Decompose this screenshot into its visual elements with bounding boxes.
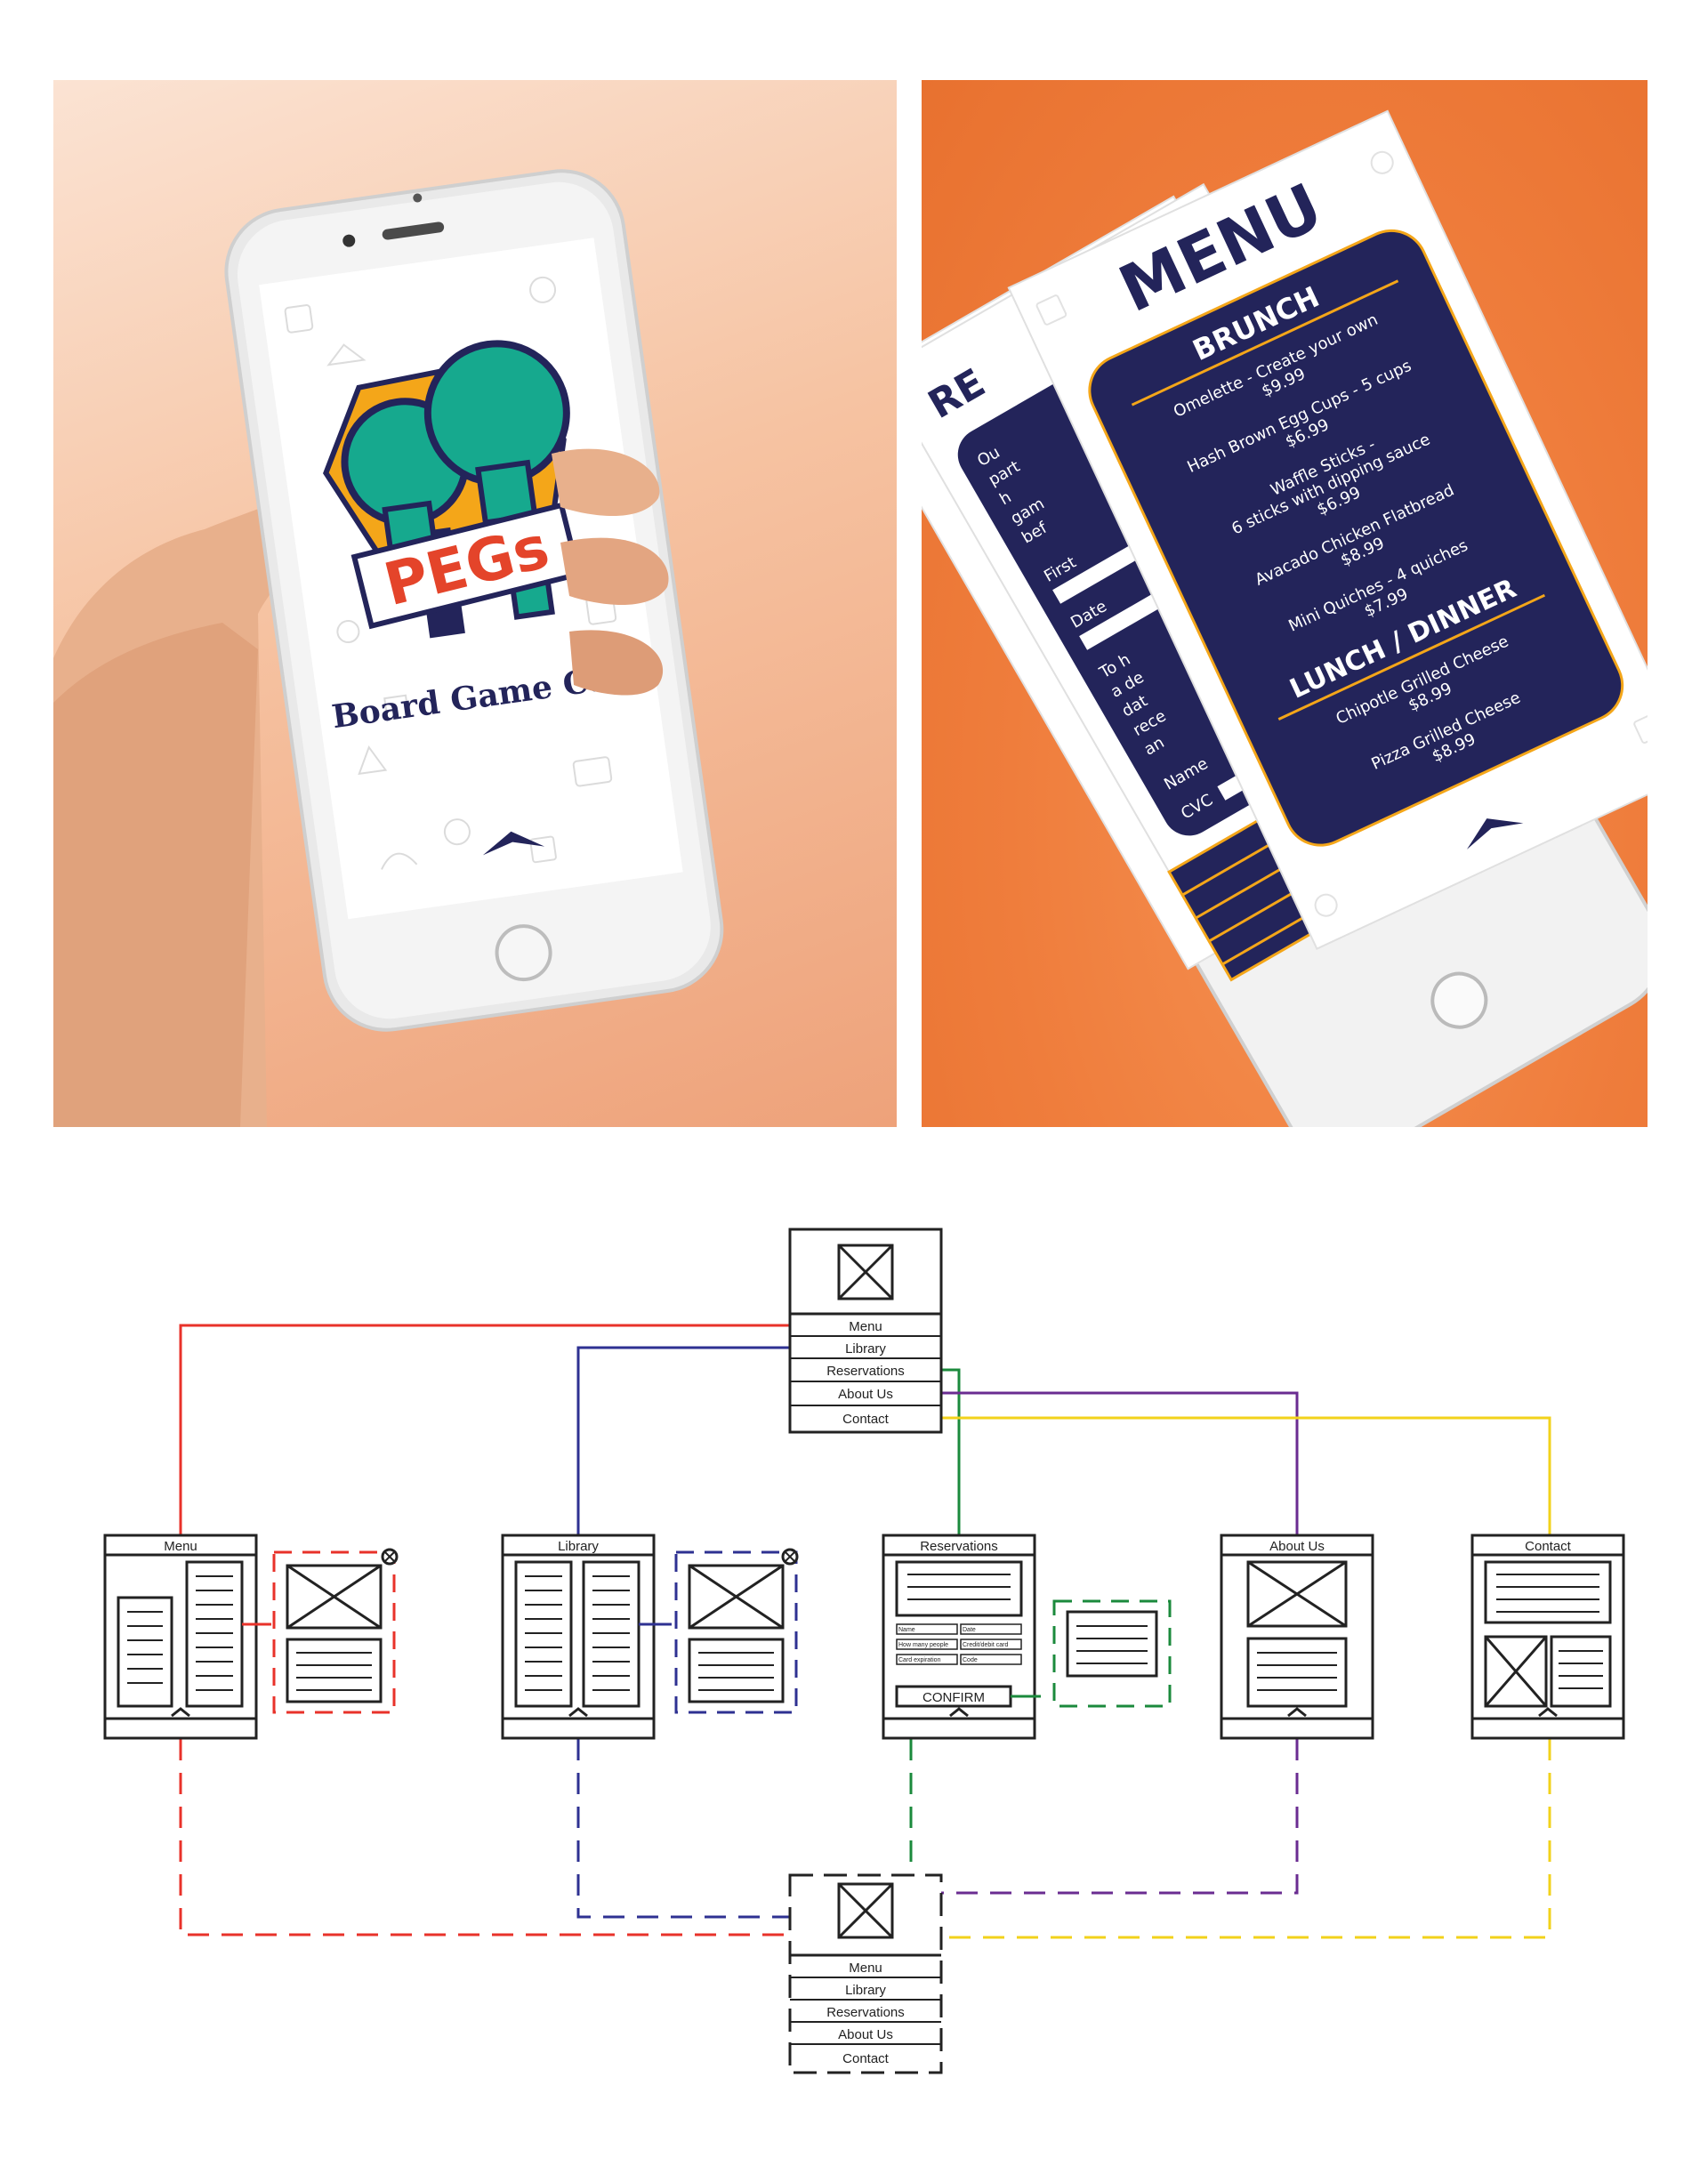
up-chevron-icon[interactable] [1287,1707,1307,1718]
res-date-label: Date [963,1627,976,1633]
up-chevron-icon[interactable] [480,827,545,856]
phone-speaker [382,221,445,240]
confirmation-popup [1052,1599,1172,1708]
confirm-button-label: CONFIRM [922,1690,985,1705]
contact-link-line [941,1416,1551,1535]
home-nav-library[interactable]: Library [845,1341,886,1357]
first-name-input[interactable] [1052,536,1154,604]
close-circle-icon[interactable] [781,1548,799,1566]
library-item-popup [674,1548,799,1714]
library-page-wireframe: Library [501,1534,656,1740]
pegs-logo: PEGs [323,340,583,639]
home-nav-reservations[interactable]: Reservations [826,1364,905,1379]
footer-nav-wireframe: Menu Library Reservations About Us Conta… [788,1873,943,2074]
res-date-field[interactable] [960,1623,1022,1635]
up-chevron-icon[interactable] [949,1707,969,1718]
res-people-label: How many people [898,1642,948,1648]
res-people-field[interactable] [896,1639,958,1650]
contact-page-wireframe: Contact [1470,1534,1625,1740]
res-card-label: Credit/debit card [963,1642,1008,1648]
menu-link-line [179,1324,790,1535]
home-nav-about[interactable]: About Us [838,1387,893,1402]
res-name-label: Name [898,1627,915,1633]
about-link-line [941,1391,1299,1535]
phone-camera [342,234,356,247]
home-nav-menu[interactable]: Menu [849,1319,882,1334]
contact-page-title: Contact [1525,1539,1572,1554]
reservations-link-line [941,1368,961,1535]
res-expiration-label: Card expiration [898,1657,941,1663]
footer-nav-about[interactable]: About Us [838,2027,893,2042]
menu-item-popup [272,1548,399,1714]
up-chevron-icon[interactable] [568,1707,588,1718]
home-wireframe: Menu Library Reservations About Us Conta… [788,1228,943,1434]
about-return-line [941,1739,1299,1895]
image-placeholder-icon [837,1244,894,1300]
menu-card: MENU BRUNCH Omelette - Create your own $… [1007,109,1648,950]
close-circle-icon[interactable] [381,1548,399,1566]
res-expiration-field[interactable] [896,1654,958,1665]
reservations-page-title: Reservations [920,1539,998,1554]
menu-return-line [179,1739,790,1936]
menu-page-title: Menu [164,1539,197,1554]
home-nav-contact[interactable]: Contact [842,1412,890,1427]
res-name-field[interactable] [896,1623,958,1635]
library-return-line [576,1739,790,1919]
up-chevron-icon[interactable] [171,1707,190,1718]
sitemap-diagram: Menu Library Reservations About Us Conta… [103,1228,1625,2074]
reservations-page-wireframe: Reservations Name Date How many people C… [882,1534,1036,1740]
footer-nav-library[interactable]: Library [845,1983,886,1998]
splash-screen-mockup: PEGs Board Game Cafe [53,80,897,1127]
up-chevron-icon[interactable] [1459,805,1524,849]
res-code-label: Code [963,1657,978,1663]
footer-nav-menu[interactable]: Menu [849,1961,882,1976]
about-page-title: About Us [1269,1539,1325,1554]
up-chevron-icon[interactable] [1538,1707,1558,1718]
footer-nav-reservations[interactable]: Reservations [826,2005,905,2020]
logo-banner [350,502,583,630]
home-button[interactable] [1422,964,1495,1037]
menu-page-wireframe: Menu [103,1534,258,1740]
library-page-title: Library [558,1539,599,1554]
footer-nav-contact[interactable]: Contact [842,2051,890,2066]
home-button[interactable] [494,922,554,983]
res-code-field[interactable] [960,1654,1022,1665]
menu-panel [1088,229,1624,847]
splash-phone-illustration: PEGs Board Game Cafe [53,169,724,1127]
menu-screen-mockup: RE Ou part h gam bef First Date To h a d… [922,80,1648,1127]
library-link-line [576,1346,790,1535]
menu-phone-illustration: RE Ou part h gam bef First Date To h a d… [922,109,1648,1127]
contact-return-line [941,1739,1551,1939]
res-card-field[interactable] [960,1639,1022,1650]
about-page-wireframe: About Us [1220,1534,1374,1740]
